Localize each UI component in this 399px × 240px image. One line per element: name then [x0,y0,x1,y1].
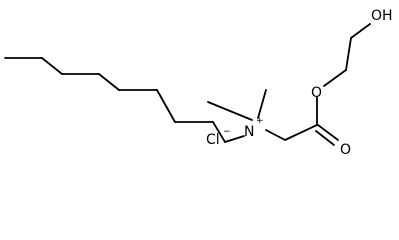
bond-carbonyl-double-b [315,130,335,146]
hydroxyl-label: OH [371,8,393,24]
bond-c7-c8 [165,105,176,123]
bond-ch2-oh [350,23,371,39]
n-methyl-groups [207,89,267,121]
carbonyl-oxygen-label: O [340,142,351,158]
bond-c10-n [224,135,245,143]
ester-side-chain [265,23,371,146]
octyl-chain [4,57,245,143]
chloride-label: Cl [206,132,220,148]
nitrogen-label: N [244,124,254,140]
chloride-charge: − [223,127,231,137]
bond-ch2-carbonyl [284,124,318,141]
bond-ester-o-ch2 [323,69,347,87]
bond-c6-c7 [156,89,167,107]
bond-n-methyl-up [257,89,267,119]
chemical-structure-diagram: N + Cl − O O OH [4,8,393,158]
bond-carbonyl-double-a [317,124,339,141]
bond-c9-c10 [212,121,226,143]
bond-c2-c3 [41,57,63,75]
bond-c4-c5 [98,73,120,91]
ester-oxygen-label: O [311,85,322,101]
bond-n-methyl-left [207,101,253,121]
bond-n-ch2 [265,129,286,141]
bond-ch2-ch2 [345,37,352,71]
nitrogen-charge: + [256,116,264,126]
